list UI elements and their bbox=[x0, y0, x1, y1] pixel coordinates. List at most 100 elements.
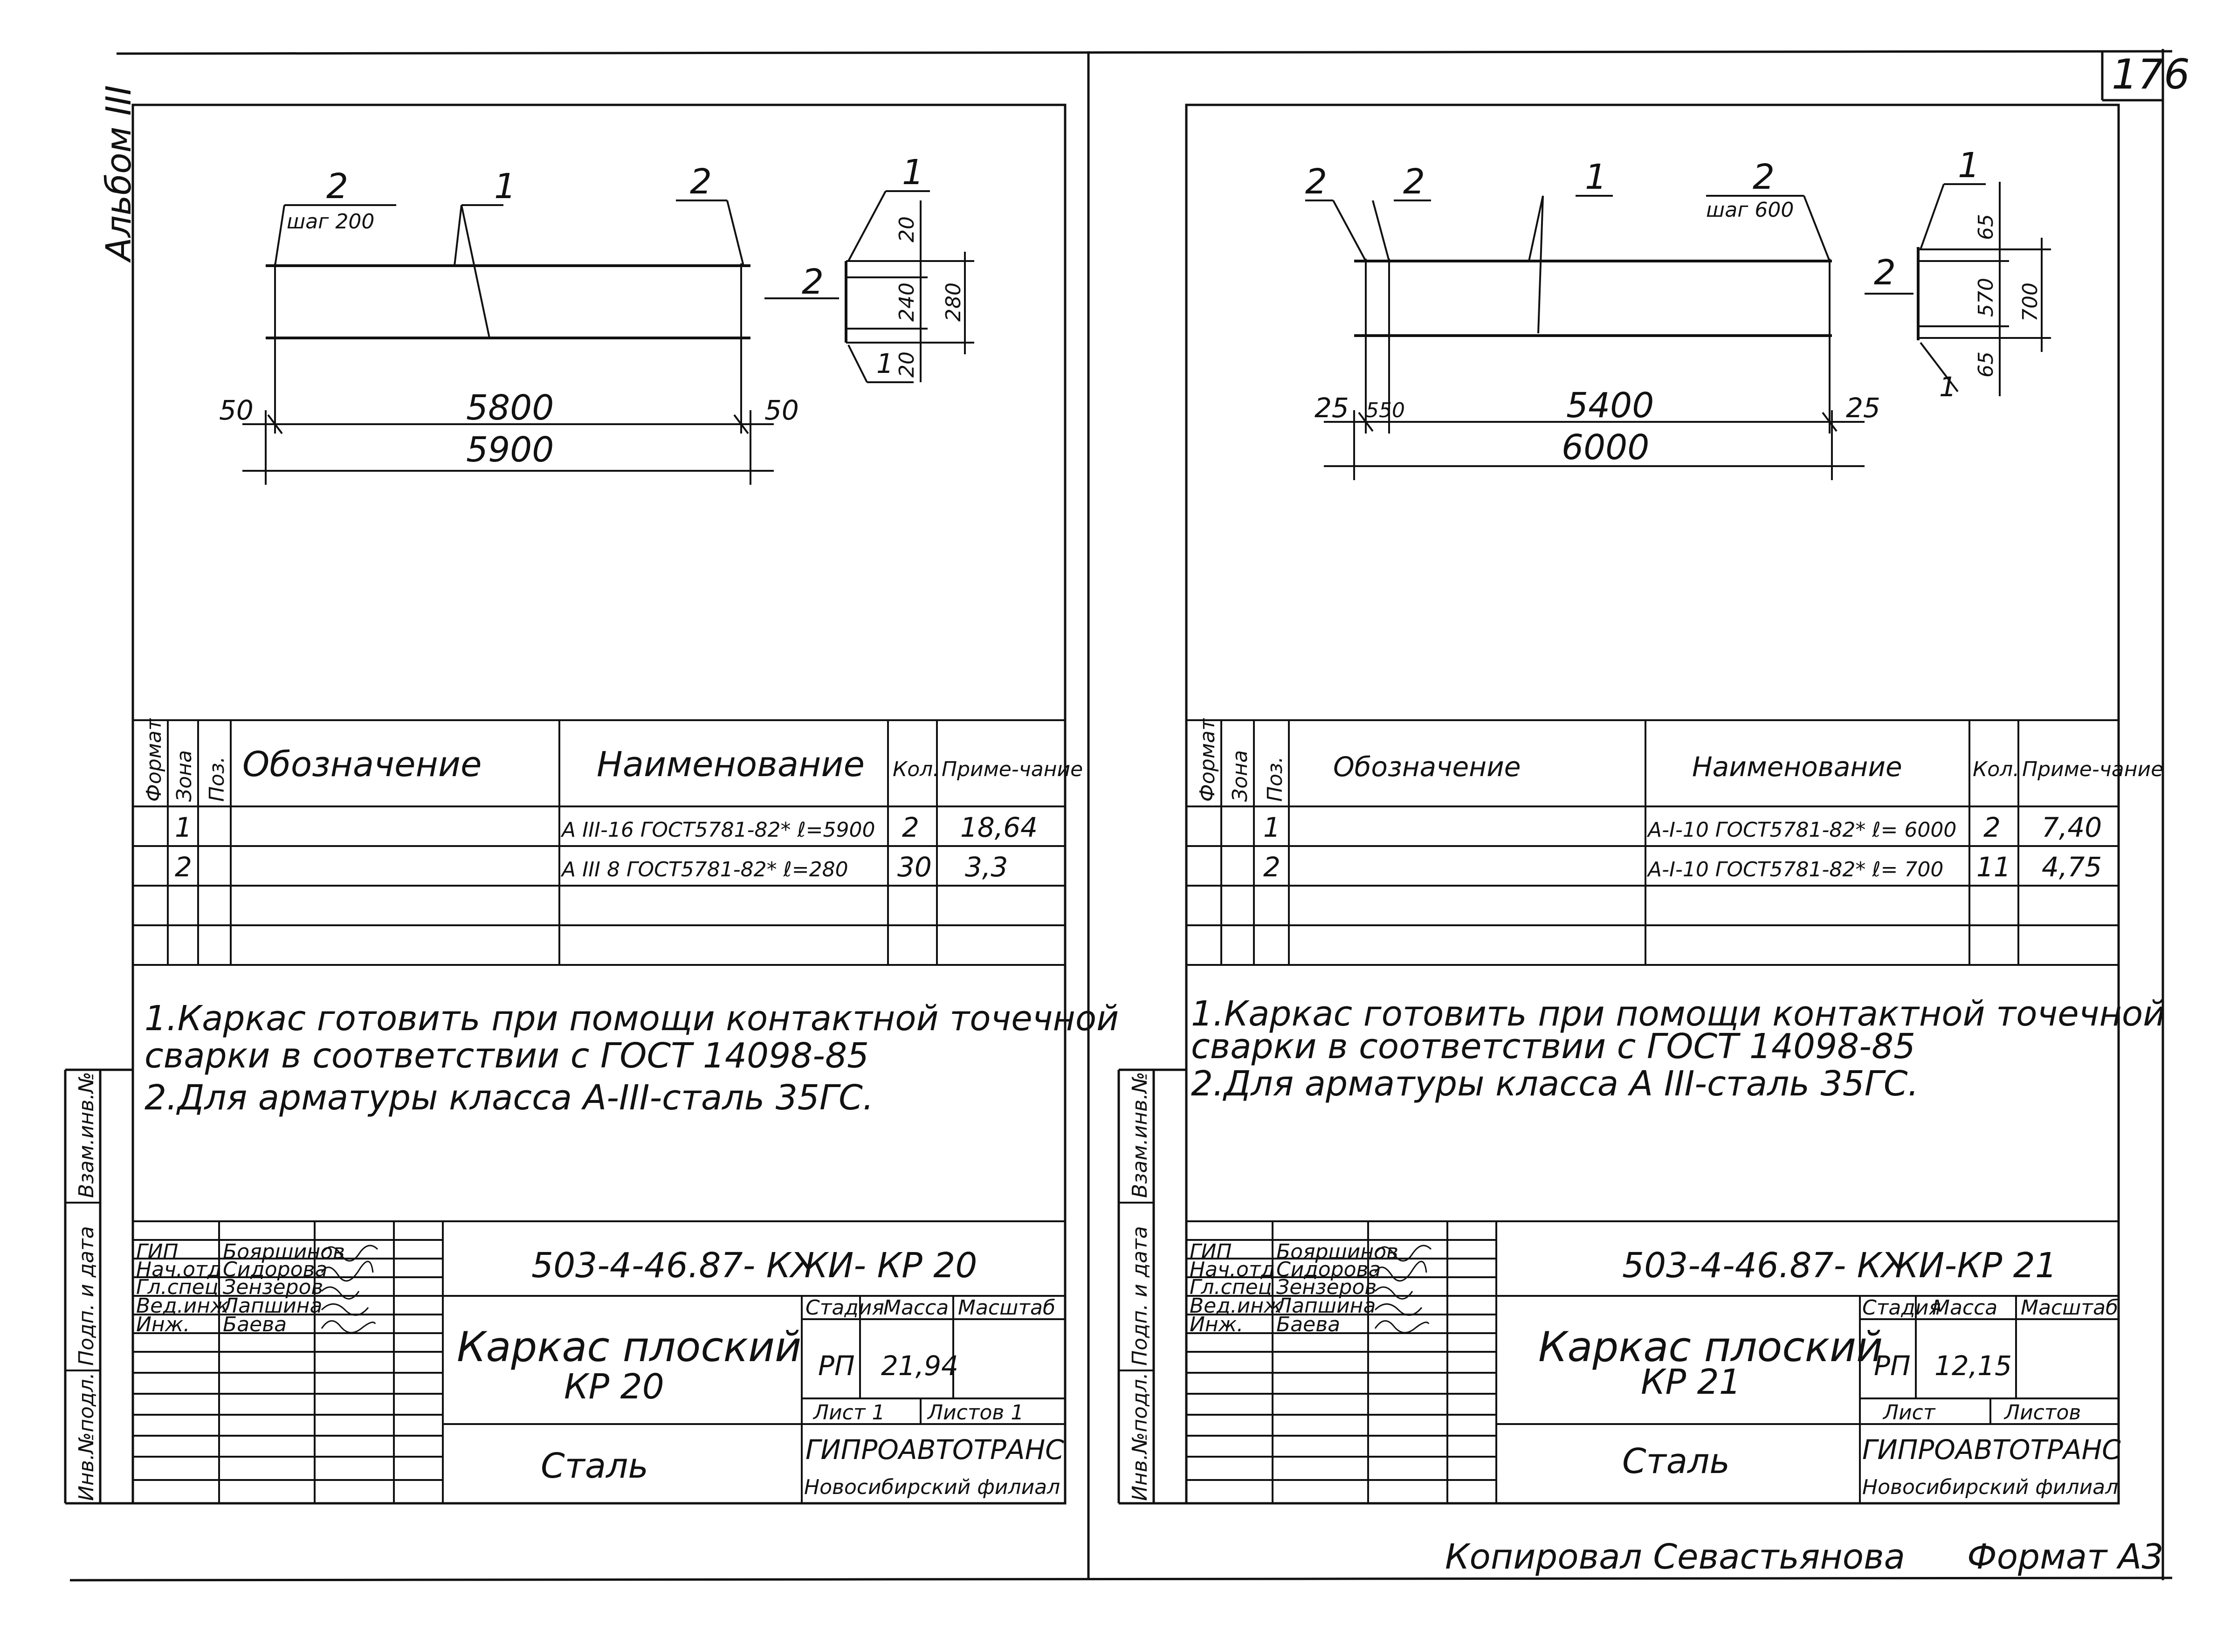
staff-name: Зензеров bbox=[223, 1275, 323, 1299]
dim-25-left: 25 bbox=[1315, 392, 1349, 424]
doc-title: Каркас плоский bbox=[457, 1323, 801, 1371]
staff-name: Бояршинов bbox=[1276, 1240, 1398, 1264]
staff-role: Нач.отд bbox=[136, 1258, 221, 1281]
label-pos2-c: 2 bbox=[1753, 157, 1775, 197]
note-line: сварки в соответствии с ГОСТ 14098-85 bbox=[1191, 1026, 1915, 1067]
doc-code: 503-4-46.87- КЖИ-КР 21 bbox=[1622, 1246, 2057, 1286]
material: Сталь bbox=[541, 1446, 648, 1486]
scale-label: Масштаб bbox=[958, 1296, 1055, 1320]
sheet-label: Лист 1 bbox=[812, 1401, 885, 1425]
signatures bbox=[1374, 1245, 1432, 1334]
section-pos2: 2 bbox=[802, 262, 824, 302]
side-stamp-sign: Подп. и дата bbox=[75, 1226, 98, 1366]
doc-code: 503-4-46.87- КЖИ- КР 20 bbox=[531, 1246, 977, 1286]
signatures bbox=[321, 1245, 379, 1334]
section-pos2: 2 bbox=[1874, 253, 1896, 293]
note-line: 2.Для арматуры класса A III-сталь 35ГС. bbox=[1191, 1064, 1919, 1104]
note-line: 1.Каркас готовить при помощи контактной … bbox=[145, 998, 1119, 1039]
sheet-border-lines bbox=[69, 49, 2173, 1582]
spec-header-pos: Поз. bbox=[1263, 757, 1287, 802]
staff-name: Зензеров bbox=[1276, 1275, 1377, 1299]
mass-label: Масса bbox=[883, 1296, 949, 1320]
dim-550: 550 bbox=[1366, 399, 1405, 422]
spec-cell-qty: 2 bbox=[1983, 812, 2001, 843]
scale-label: Масштаб bbox=[2021, 1296, 2118, 1320]
staff-role: ГИП bbox=[136, 1240, 179, 1264]
spec-header-qty: Кол. bbox=[1973, 757, 2019, 781]
staff-name: Лапшина bbox=[1275, 1294, 1376, 1318]
note-line: сварки в соответствии с ГОСТ 14098-85 bbox=[145, 1036, 869, 1076]
spec-cell-qty: 2 bbox=[902, 812, 919, 843]
label-pos1: 1 bbox=[494, 166, 516, 206]
label-step: шаг 200 bbox=[287, 210, 374, 234]
section-pos1-b: 1 bbox=[1939, 371, 1956, 403]
section-dim-20-bot: 20 bbox=[895, 351, 919, 378]
spec-header-zone: Зона bbox=[1228, 750, 1252, 802]
staff-role: Инж. bbox=[1190, 1313, 1243, 1336]
staff-role: Гл.спец bbox=[136, 1275, 219, 1299]
label-pos2-a: 2 bbox=[326, 166, 348, 206]
spec-header-zone: Зона bbox=[172, 750, 196, 802]
note-line: 2.Для арматуры класса A-III-сталь 35ГС. bbox=[145, 1078, 874, 1118]
sheet-label: Лист bbox=[1882, 1401, 1936, 1425]
frame-elevation bbox=[266, 263, 750, 434]
doc-subtitle: КР 21 bbox=[1641, 1362, 1741, 1402]
spec-header-name: Наименование bbox=[597, 744, 865, 785]
mass-label: Масса bbox=[1932, 1296, 1997, 1320]
spec-header-designation: Обозначение bbox=[1333, 751, 1521, 783]
dim-5900: 5900 bbox=[466, 430, 554, 470]
staff-role: Инж. bbox=[136, 1313, 190, 1336]
staff-list: ГИП Бояршинов Нач.отд Сидорова Гл.спец З… bbox=[1190, 1240, 1398, 1336]
spec-header-note: Приме-чание bbox=[942, 757, 1083, 781]
spec-cell-pos: 2 bbox=[175, 851, 192, 883]
spec-header-qty: Кол. bbox=[893, 757, 939, 781]
material: Сталь bbox=[1622, 1441, 1730, 1481]
spec-cell-pos: 2 bbox=[1263, 851, 1280, 883]
spec-cell-pos: 1 bbox=[1263, 812, 1280, 843]
section-dim-20-top: 20 bbox=[895, 216, 919, 242]
label-pos2-b: 2 bbox=[1403, 162, 1425, 202]
spec-cell-pos: 1 bbox=[175, 812, 192, 843]
org-branch: Новосибирский филиал bbox=[804, 1475, 1060, 1499]
format-label: Формат А3 bbox=[1967, 1537, 2163, 1577]
section-dim-280: 280 bbox=[942, 282, 965, 322]
side-stamp-replace: Взам.инв.№ bbox=[1128, 1072, 1152, 1198]
spec-cell-qty: 11 bbox=[1976, 851, 2011, 883]
spec-row: 1 A-I-10 ГОСТ5781-82* ℓ= 6000 2 7,40 bbox=[1263, 812, 2102, 843]
spec-header-name: Наименование bbox=[1692, 751, 1902, 783]
dim-50-right: 50 bbox=[764, 394, 799, 426]
dim-5800: 5800 bbox=[466, 388, 554, 428]
org-name: ГИПРОАВТОТРАНС bbox=[805, 1434, 1064, 1466]
section-dim-65-bot: 65 bbox=[1974, 351, 1998, 378]
sheets-label: Листов bbox=[2003, 1401, 2081, 1425]
spec-row: 2 A-I-10 ГОСТ5781-82* ℓ= 700 11 4,75 bbox=[1263, 851, 2102, 883]
spec-cell-name: A III 8 ГОСТ5781-82* ℓ=280 bbox=[560, 858, 848, 881]
spec-table bbox=[133, 719, 1065, 966]
staff-name: Баева bbox=[1276, 1313, 1340, 1336]
stage-label: Стадия bbox=[805, 1296, 884, 1320]
staff-role: Вед.инж bbox=[136, 1294, 229, 1318]
staff-list: ГИП Бояршинов Нач.отд Сидорова Гл.спец З… bbox=[136, 1240, 345, 1336]
stage-label: Стадия bbox=[1862, 1296, 1941, 1320]
spec-cell-note: 18,64 bbox=[960, 812, 1038, 843]
spec-header-note: Приме-чание bbox=[2022, 757, 2163, 781]
dim-5400: 5400 bbox=[1566, 385, 1654, 426]
spec-cell-qty: 30 bbox=[897, 851, 932, 883]
page-number: 176 bbox=[2112, 50, 2190, 98]
staff-name: Лапшина bbox=[222, 1294, 322, 1318]
mass-value: 21,94 bbox=[881, 1350, 958, 1382]
spec-header-format: Формат bbox=[1196, 718, 1219, 802]
side-stamp-inv: Инв.№подл. bbox=[1128, 1372, 1152, 1501]
doc-title: Каркас плоский bbox=[1538, 1323, 1883, 1371]
spec-cell-note: 7,40 bbox=[2042, 812, 2102, 843]
title-block bbox=[133, 1220, 1065, 1503]
spec-row: 2 A III 8 ГОСТ5781-82* ℓ=280 30 3,3 bbox=[175, 851, 1008, 883]
side-stamp-replace: Взам.инв.№ bbox=[75, 1072, 98, 1198]
staff-role: ГИП bbox=[1190, 1240, 1232, 1264]
spec-cell-name: A-I-10 ГОСТ5781-82* ℓ= 6000 bbox=[1646, 818, 1956, 842]
staff-name: Сидорова bbox=[223, 1258, 327, 1281]
label-pos2-b: 2 bbox=[690, 162, 712, 202]
label-pos2-a: 2 bbox=[1305, 162, 1327, 202]
section-pos1: 1 bbox=[1958, 145, 1980, 186]
side-stamp-inv: Инв.№подл. bbox=[75, 1372, 98, 1501]
